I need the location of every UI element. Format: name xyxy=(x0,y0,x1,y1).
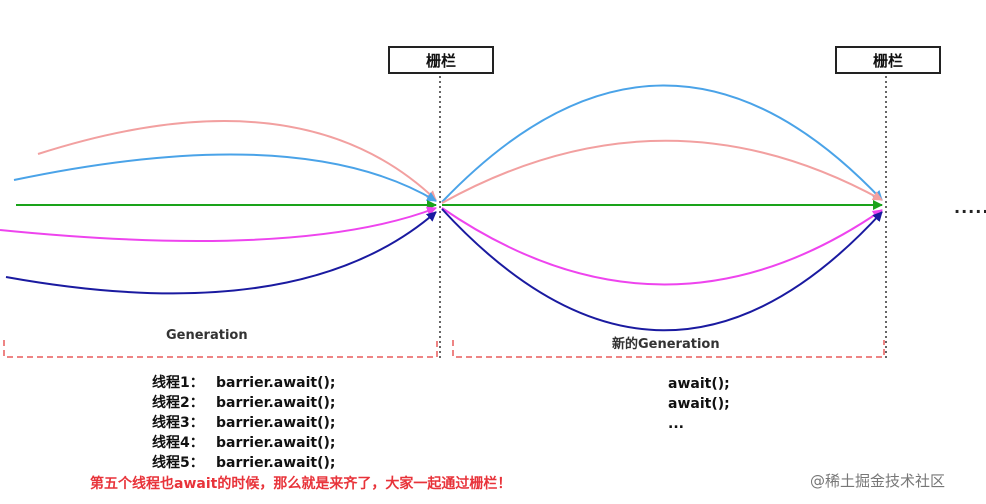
ellipsis: ...... xyxy=(954,198,986,217)
thread-arrow-blue xyxy=(13,153,437,202)
generation-label: Generation xyxy=(166,328,248,343)
thread-line-5: 线程5： barrier.await(); xyxy=(152,452,336,472)
barrier-label-2: 栅栏 xyxy=(835,46,941,74)
barrier-label-1: 栅栏 xyxy=(388,46,494,74)
thread-call: barrier.await(); xyxy=(216,395,336,411)
new-await-line-3: ... xyxy=(668,416,684,432)
new-await-line-2: await(); xyxy=(668,396,730,412)
next-arrow-navy xyxy=(441,208,883,332)
new-await-line-1: await(); xyxy=(668,376,730,392)
thread-call: barrier.await(); xyxy=(216,455,336,471)
thread-name: 线程5： xyxy=(152,455,204,471)
thread-name: 线程4： xyxy=(152,435,204,451)
thread-line-1: 线程1： barrier.await(); xyxy=(152,372,336,392)
watermark: @稀土掘金技术社区 xyxy=(810,472,946,490)
thread-line-2: 线程2： barrier.await(); xyxy=(152,392,336,412)
thread-arrow-pink xyxy=(37,120,437,201)
next-arrow-pink xyxy=(441,139,883,204)
thread-line-3: 线程3： barrier.await(); xyxy=(152,412,336,432)
generation-bracket-1 xyxy=(3,340,438,358)
thread-arrow-magenta xyxy=(0,206,437,242)
new-generation-label: 新的Generation xyxy=(612,337,720,352)
thread-call: barrier.await(); xyxy=(216,375,336,391)
caption: 第五个线程也await的时候，那么就是来齐了，大家一起通过栅栏！ xyxy=(90,476,512,492)
next-arrow-magenta xyxy=(441,207,883,286)
thread-name: 线程1： xyxy=(152,375,204,391)
thread-line-4: 线程4： barrier.await(); xyxy=(152,432,336,452)
thread-name: 线程2： xyxy=(152,395,204,411)
thread-call: barrier.await(); xyxy=(216,435,336,451)
thread-call: barrier.await(); xyxy=(216,415,336,431)
thread-arrow-navy xyxy=(5,211,437,295)
thread-name: 线程3： xyxy=(152,415,204,431)
generation-bracket-2 xyxy=(452,340,885,358)
next-arrow-blue xyxy=(441,84,883,203)
